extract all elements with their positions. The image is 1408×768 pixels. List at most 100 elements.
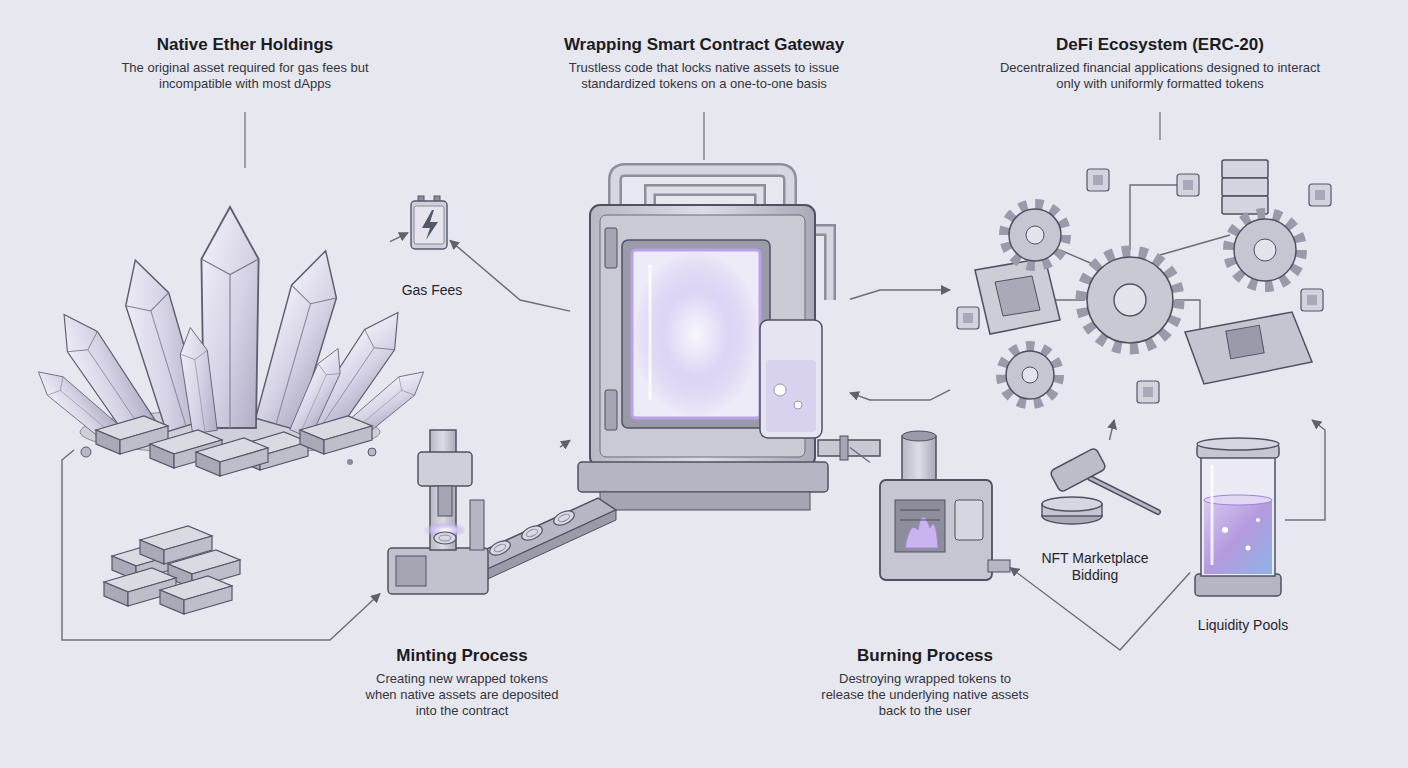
flow-arrow (560, 440, 570, 447)
minting-press (418, 452, 472, 486)
burning-furnace (955, 500, 983, 540)
defi-machinery (1226, 325, 1264, 358)
defi-machinery (975, 258, 1060, 334)
burning-furnace (895, 500, 945, 552)
liquidity-jar (1256, 518, 1260, 522)
illustration-node: Gas Fees (408, 195, 450, 250)
burning-furnace (900, 509, 940, 510)
leader-line (703, 112, 704, 160)
minting-press (470, 500, 484, 550)
defi-machinery (1229, 214, 1301, 286)
ingot-stack (160, 576, 232, 614)
illustration-node: Burning ProcessDestroying wrapped tokens… (870, 430, 1010, 600)
burning-furnace (988, 560, 1010, 572)
flow-arrow (850, 448, 870, 463)
liquidity-jar (1204, 500, 1272, 574)
illustration-node: NFT Marketplace Bidding (1040, 440, 1160, 520)
burning-furnace (902, 431, 936, 441)
liquidity-jar (1222, 527, 1228, 533)
node-heading: Native Ether Holdings (85, 34, 405, 55)
liquidity-jar (1246, 546, 1251, 551)
defi-machinery (1137, 381, 1159, 403)
burning-furnace (880, 431, 1010, 580)
gas-battery (411, 201, 447, 249)
leader-line (244, 112, 245, 168)
defi-machinery (995, 276, 1040, 316)
burning-furnace (902, 436, 936, 482)
gateway-machine (818, 440, 880, 456)
illustration-node: Liquidity Pools (1190, 440, 1285, 600)
liquidity-jar (1201, 456, 1275, 576)
defi-machinery (1309, 184, 1331, 206)
defi-machinery (957, 307, 979, 329)
illustration-node: Minting ProcessCreating new wrapped toke… (380, 420, 560, 600)
ether-crystal-cluster (177, 326, 219, 434)
illustration-node: DeFi Ecosystem (ERC-20)Decentralized fin… (950, 160, 1340, 420)
defi-machinery (1009, 209, 1061, 261)
defi-machinery (1114, 284, 1146, 316)
defi-machinery (1301, 289, 1323, 311)
flow-arrow (850, 290, 950, 299)
ether-crystal-cluster (31, 207, 432, 476)
gateway-machine (632, 250, 760, 418)
ether-crystal-cluster (368, 448, 376, 456)
gateway-machine (766, 360, 816, 432)
illustration-node: Native Ether HoldingsThe original asset … (70, 190, 390, 450)
ether-crystal-cluster (196, 438, 268, 476)
gavel-icon (1090, 478, 1158, 512)
gateway-machine (794, 401, 802, 409)
gas-battery (411, 196, 447, 249)
flow-arrow (1109, 420, 1114, 440)
gateway-machine (605, 228, 617, 268)
conveyor-belt (520, 523, 545, 543)
burning-furnace (900, 510, 940, 520)
gateway-machine (622, 240, 770, 428)
liquidity-jar (1211, 465, 1214, 565)
defi-machinery (1026, 226, 1044, 244)
node-heading: Burning Process (795, 645, 1055, 666)
node-description: Trustless code that locks native assets … (532, 60, 877, 92)
defi-machinery (1087, 257, 1173, 343)
conveyor-belt (552, 508, 577, 528)
gavel-icon (1042, 447, 1158, 524)
defi-machinery (1060, 250, 1095, 265)
defi-machinery (1002, 347, 1058, 403)
minting-press (434, 532, 456, 544)
flow-arrow (450, 240, 570, 311)
defi-machinery (1254, 239, 1276, 261)
defi-machinery (1087, 169, 1109, 191)
conveyor-belt (468, 510, 616, 588)
minting-press (388, 548, 488, 594)
defi-machinery (1130, 185, 1180, 250)
defi-machinery (1160, 235, 1230, 255)
ingot-stack (104, 526, 240, 614)
defi-machinery (1082, 252, 1178, 348)
gateway-machine (632, 250, 760, 418)
conveyor-belt (488, 538, 513, 558)
node-heading: DeFi Ecosystem (ERC-20) (960, 34, 1360, 55)
node-description: Creating new wrapped tokens when native … (365, 671, 560, 719)
gateway-machine (578, 462, 828, 492)
node-heading: Minting Process (332, 645, 592, 666)
defi-machinery (1177, 174, 1199, 196)
node-description: The original asset required for gas fees… (108, 60, 383, 92)
defi-machinery (1234, 219, 1296, 281)
flow-arrow (390, 233, 408, 242)
ether-crystal-cluster (347, 459, 353, 465)
gateway-machine (760, 320, 822, 438)
flow-arrow (1010, 568, 1190, 651)
gateway-machine (605, 390, 617, 430)
liquidity-jar (1197, 438, 1279, 450)
ether-crystal-cluster (254, 244, 349, 430)
flow-arrow (62, 450, 380, 640)
defi-machinery (1185, 312, 1312, 384)
defi-machinery (1022, 367, 1038, 383)
burning-furnace (880, 480, 992, 580)
illustration-node: Wrapping Smart Contract GatewayTrustless… (570, 165, 850, 520)
defi-machinery (1222, 160, 1268, 178)
burning-furnace (905, 517, 938, 548)
